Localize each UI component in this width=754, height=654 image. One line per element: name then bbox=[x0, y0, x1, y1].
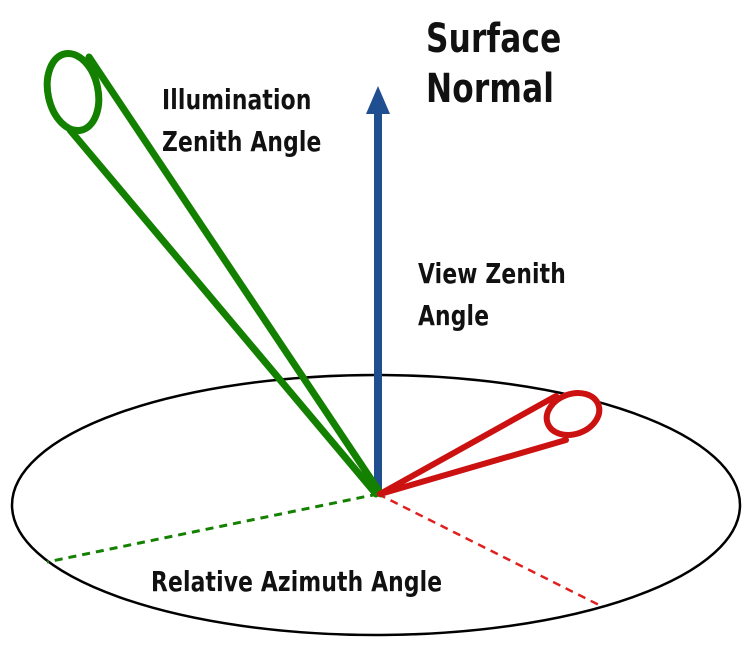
illumination-azimuth-projection bbox=[46, 492, 379, 564]
illumination-label-line1: Illumination bbox=[162, 83, 312, 116]
illumination-label-line2: Zenith Angle bbox=[162, 125, 322, 158]
view-cone-edge-lower bbox=[377, 437, 569, 497]
surface-normal-label: Surface Normal bbox=[426, 14, 561, 114]
surface-normal-label-line2: Normal bbox=[426, 66, 555, 112]
azimuth-label-text: Relative Azimuth Angle bbox=[151, 565, 443, 598]
surface-normal-label-line1: Surface bbox=[426, 16, 562, 62]
illumination-cone-edge-lower bbox=[66, 126, 380, 498]
illumination-cone-aperture bbox=[43, 49, 103, 135]
illumination-zenith-angle-label: Illumination Zenith Angle bbox=[162, 79, 322, 163]
view-label-line1: View Zenith bbox=[418, 257, 566, 290]
view-zenith-angle-label: View Zenith Angle bbox=[418, 253, 566, 337]
illumination-cone-edge-upper bbox=[85, 53, 385, 498]
view-cone-aperture bbox=[543, 390, 603, 438]
view-label-line2: Angle bbox=[418, 299, 490, 332]
relative-azimuth-angle-label: Relative Azimuth Angle bbox=[151, 561, 442, 603]
view-cone-edge-upper bbox=[377, 393, 559, 497]
surface-normal-arrowhead bbox=[366, 86, 390, 114]
